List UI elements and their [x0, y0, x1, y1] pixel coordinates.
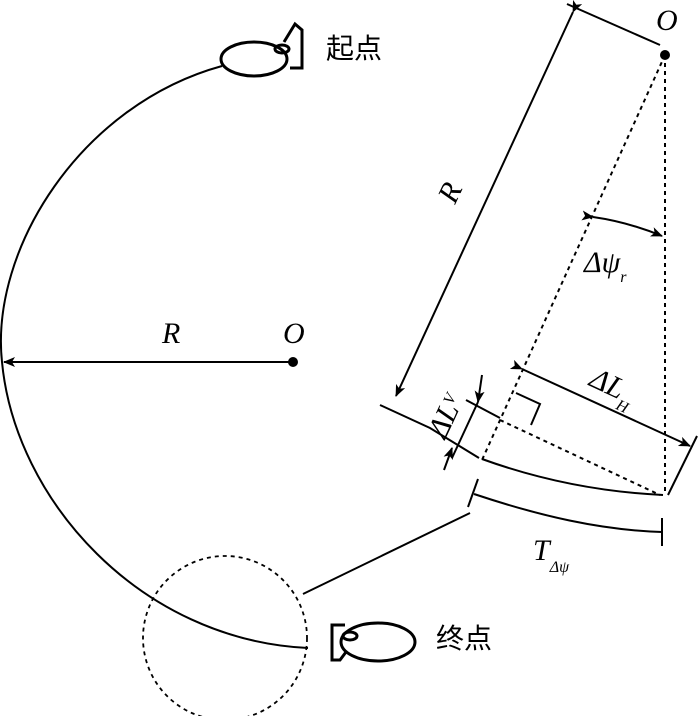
lv-arrow-top	[474, 374, 485, 403]
top-dimension-bar	[566, 3, 661, 46]
center-dot-left	[288, 357, 298, 367]
turn-arc	[0, 65, 309, 649]
center-label-left: O	[283, 317, 305, 350]
center-dot-right	[660, 50, 670, 60]
end-label: 终点	[436, 622, 492, 655]
delta-psi-arrow	[581, 210, 663, 237]
lv-arrow-bottom	[443, 447, 453, 471]
lh-arrow	[509, 359, 691, 447]
chord-dotted-line	[499, 419, 661, 496]
zoom-leader-line	[302, 512, 471, 595]
lv-ref-bar	[465, 399, 501, 419]
bottom-dimension-bar	[379, 404, 480, 459]
center-label-right: O	[656, 4, 678, 37]
delta-psi-label: Δψr	[583, 246, 627, 286]
lh-end-bar	[667, 435, 698, 496]
lv-extension	[451, 401, 479, 459]
start-label: 起点	[326, 32, 382, 65]
t-start-bar	[467, 478, 479, 508]
detail-arc	[481, 458, 664, 496]
end-vehicle-icon	[330, 621, 417, 663]
start-vehicle-icon	[219, 21, 304, 78]
zoom-circle	[142, 555, 308, 716]
radius-label-right: R	[431, 177, 469, 208]
t-label: TΔψ	[533, 534, 570, 576]
radius-label-left: R	[161, 317, 180, 350]
right-angle-marker	[515, 392, 542, 426]
t-arc	[473, 493, 663, 533]
radius-arrow-right	[395, 0, 583, 397]
tilted-dotted-line	[481, 54, 666, 461]
